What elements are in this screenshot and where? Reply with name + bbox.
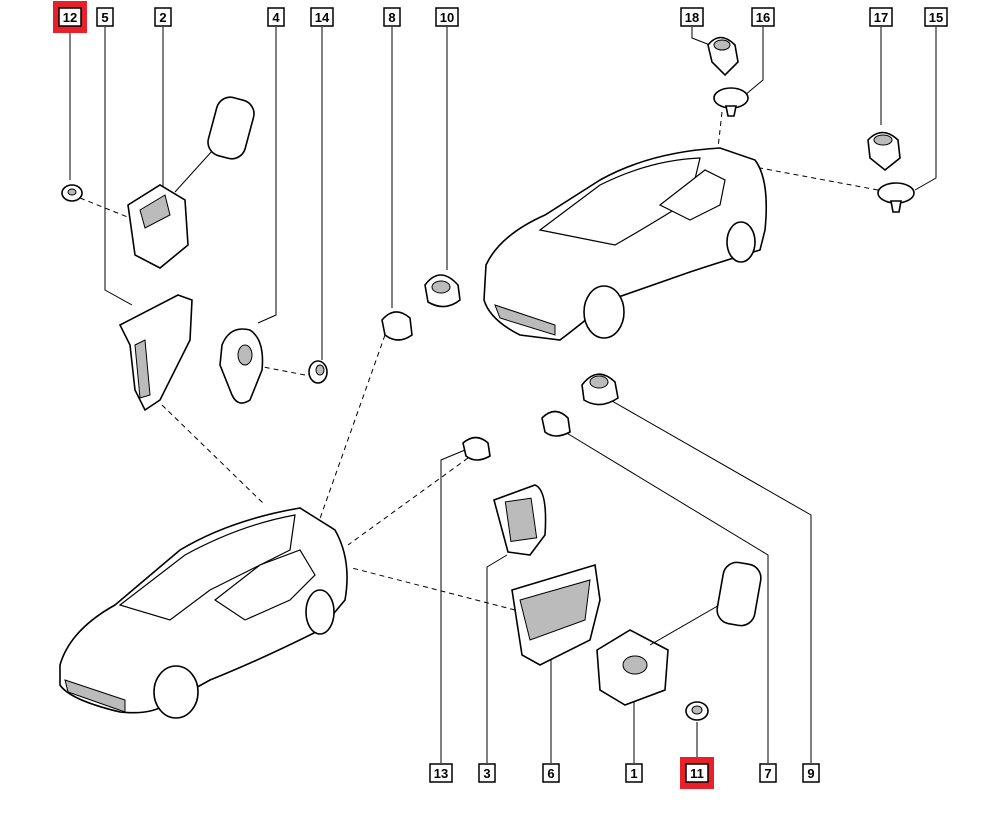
callout-18: 18 [680, 7, 704, 27]
part-14-clip [308, 360, 328, 384]
part-16-grommet [713, 87, 749, 117]
part-9-buffer [581, 373, 619, 406]
callout-box [759, 763, 777, 783]
callout-box [383, 7, 401, 27]
callout-number: 4 [272, 10, 280, 25]
part-7-grommet [541, 410, 571, 437]
callout-number: 15 [929, 10, 943, 25]
callout-4: 4 [267, 7, 285, 27]
callout-number: 2 [159, 10, 166, 25]
callout-number: 8 [388, 10, 395, 25]
callout-10: 10 [435, 7, 459, 27]
callout-number: 11 [690, 766, 704, 781]
callout-box [310, 7, 334, 27]
part-6-bracket [511, 563, 601, 666]
callout-box [542, 763, 560, 783]
part-12-clip [61, 184, 83, 202]
callout-2: 2 [154, 7, 172, 27]
callout-1: 1 [625, 763, 643, 783]
part-18-clip [707, 36, 739, 77]
callout-16: 16 [751, 7, 775, 27]
callout-6: 6 [542, 763, 560, 783]
callout-number: 17 [874, 10, 888, 25]
callout-3: 3 [478, 763, 496, 783]
callout-number: 1 [630, 766, 637, 781]
callout-box [924, 7, 948, 27]
assembly-lines [79, 111, 879, 611]
callout-13: 13 [429, 763, 453, 783]
callout-17: 17 [869, 7, 893, 27]
part-4-cover [219, 328, 264, 404]
callout-box [267, 7, 285, 27]
callout-number: 5 [101, 10, 108, 25]
callout-box [869, 7, 893, 27]
callout-11: 11 [680, 757, 714, 789]
callout-number: 16 [756, 10, 770, 25]
callout-number: 12 [63, 10, 77, 25]
part-15-grommet [877, 182, 915, 213]
callout-number: 14 [315, 10, 330, 25]
coupe-car-illustration [483, 147, 768, 341]
callout-9: 9 [802, 763, 820, 783]
callout-box [435, 7, 459, 27]
callout-number: 9 [807, 766, 814, 781]
part-5-bracket [118, 294, 193, 412]
callout-box [96, 7, 114, 27]
callout-number: 3 [483, 766, 490, 781]
callout-box [680, 7, 704, 27]
callout-box [685, 763, 709, 783]
callout-box [58, 7, 82, 27]
part-1-lock-with-cable [596, 561, 762, 706]
callout-box [751, 7, 775, 27]
callout-box [802, 763, 820, 783]
leader-lines [69, 27, 937, 763]
callout-number: 6 [547, 766, 554, 781]
part-10-buffer [424, 274, 461, 308]
part-17-clip [867, 131, 901, 172]
callout-7: 7 [759, 763, 777, 783]
part-11-clip [685, 701, 709, 721]
part-3-cover [493, 484, 547, 556]
callout-box [154, 7, 172, 27]
callout-number: 10 [440, 10, 454, 25]
callout-14: 14 [310, 7, 334, 27]
estate-car-illustration [59, 507, 348, 719]
callout-number: 13 [434, 766, 448, 781]
callout-12: 12 [53, 1, 87, 33]
callout-number: 18 [685, 10, 699, 25]
part-2-lock-with-cable [127, 96, 255, 269]
callout-box [429, 763, 453, 783]
callout-8: 8 [383, 7, 401, 27]
callout-box [478, 763, 496, 783]
callout-5: 5 [96, 7, 114, 27]
part-8-grommet [381, 311, 413, 341]
callout-box [625, 763, 643, 783]
callout-number: 7 [764, 766, 771, 781]
callout-15: 15 [924, 7, 948, 27]
part-13-grommet [462, 436, 491, 461]
